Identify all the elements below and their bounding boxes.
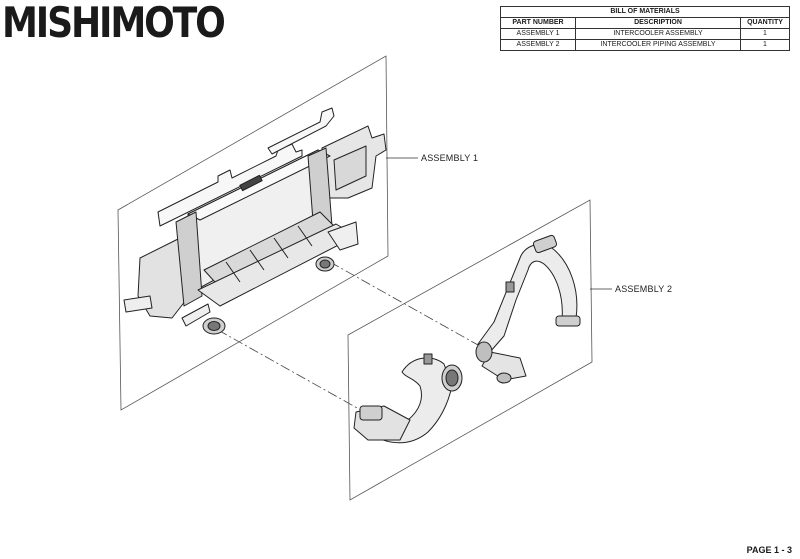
assembly-1-frame [117,55,389,411]
lower-bracket [327,221,359,251]
upper-bracket [267,107,335,155]
charge-pipe-lower-run [481,351,527,381]
bom-row: ASSEMBLY 1 INTERCOOLER ASSEMBLY 1 [500,28,790,40]
sensor-boss [505,281,515,293]
side-frame-detail [333,145,367,191]
outlet-left-bore [207,321,221,331]
alignment-line [217,329,376,419]
shroud-rib [297,225,313,247]
assembly-2-frame [347,199,593,501]
mishimoto-logo: MISHIMOTO [2,0,226,47]
core-badge [239,174,263,192]
charge-pipe-upper [477,243,578,353]
coupler-end [475,341,493,363]
assembly-1-label: ASSEMBLY 1 [421,153,479,163]
left-bracket [123,295,153,313]
assembly-2-label: ASSEMBLY 2 [615,284,673,294]
inlet-flange-bore [445,369,459,387]
intercooler-piping-assembly [353,234,581,444]
intercooler-assembly [123,107,387,335]
bom-quantity: 1 [740,39,790,51]
lower-bracket [181,303,211,327]
coupler [359,405,383,421]
coupler [555,315,581,327]
end-tank-left [175,211,203,307]
outlet-right-bore [319,259,331,269]
bom-row: ASSEMBLY 2 INTERCOOLER PIPING ASSEMBLY 1 [500,39,790,51]
shroud-rib [249,249,265,271]
shroud-rib [273,237,289,259]
coupler [532,234,558,254]
sensor-boss [423,353,433,365]
shroud-rib [225,261,241,283]
bill-of-materials-table: BILL OF MATERIALS PART NUMBER DESCRIPTIO… [500,6,790,51]
page-number: PAGE 1 - 3 [746,545,792,555]
coupler-end [496,372,512,384]
